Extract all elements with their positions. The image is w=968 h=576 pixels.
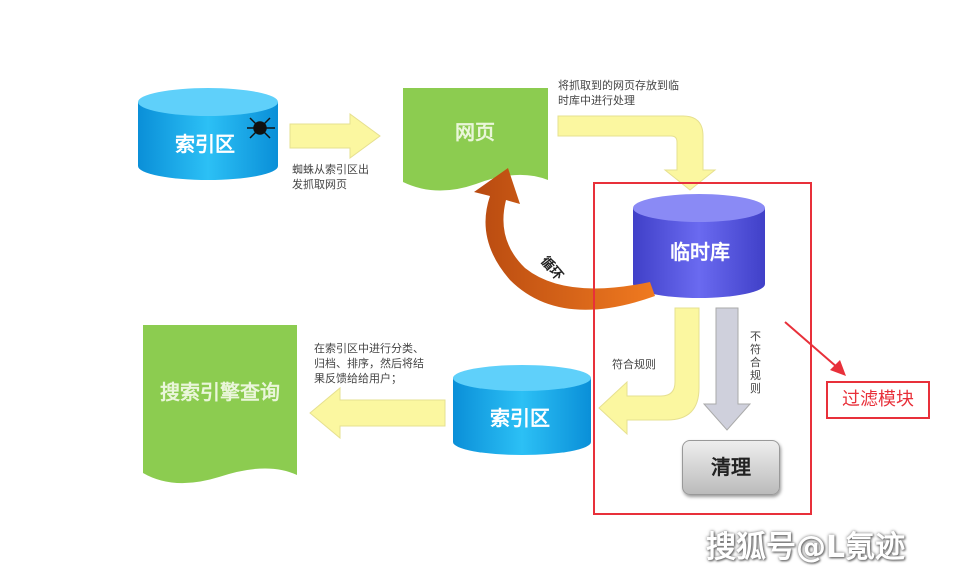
caption-classify: 在索引区中进行分类、 归档、排序，然后将结 果反馈给给用户； [314, 342, 424, 385]
arrow-feedback [309, 386, 446, 440]
caption-match: 符合规则 [612, 358, 656, 371]
caption-crawl: 蜘蛛从索引区出 发抓取网页 [292, 163, 369, 191]
watermark: 搜狐号@L氪迹 [706, 530, 906, 565]
temp-db-cylinder [633, 194, 765, 298]
search-query-doc [143, 325, 297, 484]
loop-arrow [474, 168, 655, 310]
node-temp-db: 临时库 [670, 240, 730, 264]
filter-module-label: 过滤模块 [826, 381, 930, 419]
annotation-arrow [784, 321, 846, 376]
webpage-doc [403, 88, 548, 191]
arrow-store [557, 115, 717, 191]
spider-icon [247, 117, 275, 139]
filter-module-box [593, 182, 812, 515]
clean-button: 清理 [682, 440, 780, 495]
node-search-query: 搜索引擎查询 [160, 380, 280, 404]
node-index-top: 索引区 [175, 132, 235, 156]
caption-not-match: 不 符 合 规 则 [750, 330, 761, 395]
node-webpage: 网页 [455, 120, 495, 144]
arrow-crawl [289, 113, 381, 159]
index-cylinder-bottom [453, 365, 591, 455]
index-cylinder-top [138, 88, 278, 180]
arrow-match [598, 307, 700, 436]
caption-store: 将抓取到的网页存放到临 时库中进行处理 [558, 79, 679, 107]
node-index-bottom: 索引区 [490, 406, 550, 430]
arrow-not-match [702, 307, 752, 431]
